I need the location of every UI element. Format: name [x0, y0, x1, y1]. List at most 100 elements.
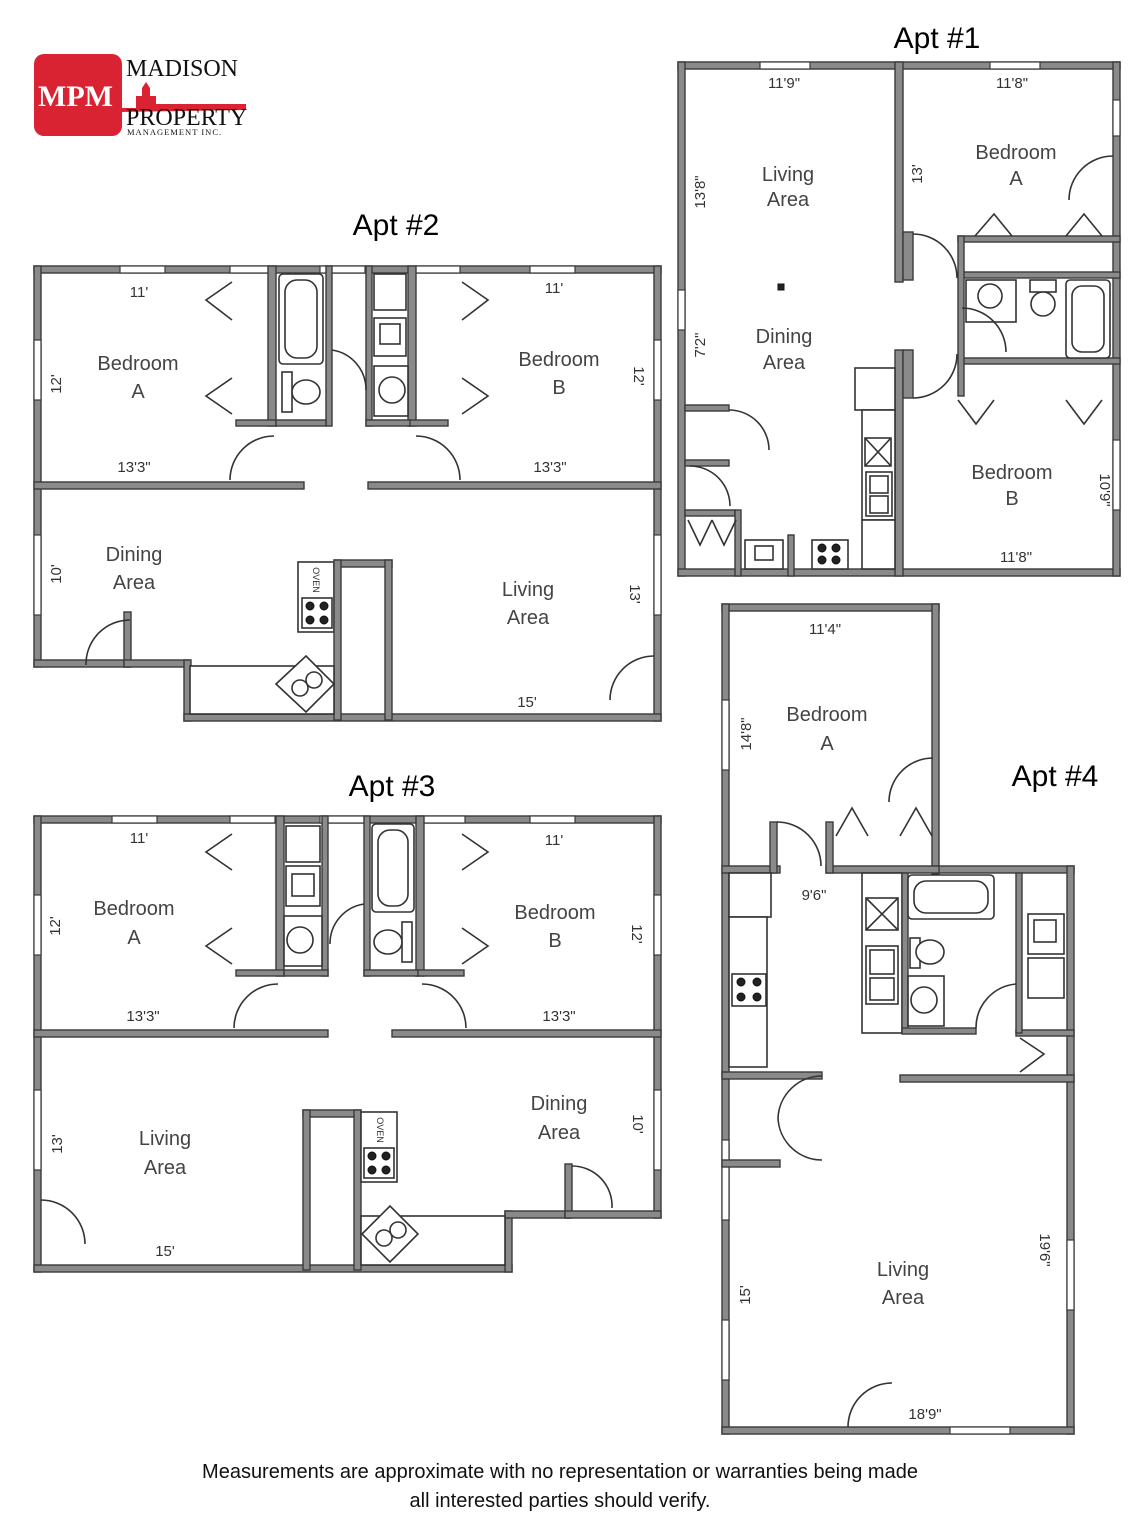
apt2-dimension: 13'3" — [117, 459, 150, 476]
apt3-bedroom-b-label: Bedroom — [514, 902, 595, 924]
apt1-wall — [957, 235, 965, 397]
apt4-sink-icon — [910, 986, 938, 1014]
apt3-window — [653, 1089, 662, 1171]
apt4-wall — [721, 603, 940, 612]
apt2-floor-plan: OVEN Bedroom A Bedroom B Dining Area Liv… — [33, 265, 662, 722]
apt1-wall — [894, 349, 904, 577]
apt3-wall — [564, 1163, 573, 1219]
apt4-bedroom-a-label: Bedroom — [786, 704, 867, 726]
apt1-wall — [902, 231, 914, 281]
apt1-wall — [957, 357, 1121, 365]
apt4-wall — [899, 1074, 1075, 1083]
apt1-wall — [684, 404, 730, 412]
apt3-sink-icon — [286, 926, 314, 954]
apt1-tub-icon — [1071, 285, 1105, 353]
apt3-sink-icon — [389, 1221, 407, 1239]
apt4-wall — [931, 603, 940, 875]
apt1-dishwasher-icon — [864, 437, 892, 467]
apt3-title: Apt #3 — [349, 770, 436, 803]
apt4-living-label: Living — [877, 1259, 929, 1281]
apt1-wall — [957, 271, 1121, 279]
apt1-dimension: 11'8" — [1000, 549, 1032, 566]
apt3-bedroom-b-label: B — [548, 930, 561, 952]
apt4-title: Apt #4 — [1012, 760, 1099, 793]
apt1-door-icon — [912, 353, 958, 399]
apt1-counter — [854, 367, 896, 411]
apt2-wall — [333, 559, 342, 721]
apt2-dining-label: Area — [113, 572, 156, 594]
apt4-wall — [901, 872, 909, 1034]
logo-line-property: PROPERTY — [126, 105, 247, 131]
apt1-toilet-icon — [1029, 279, 1057, 293]
apt1-dimension: 13' — [909, 164, 926, 184]
apt2-door-icon — [85, 619, 131, 666]
apt2-title: Apt #2 — [353, 209, 440, 242]
apt3-dimension: 13'3" — [542, 1008, 575, 1025]
apt3-window — [653, 894, 662, 956]
apt4-window — [1066, 1239, 1075, 1311]
apt2-stove-icon — [319, 601, 329, 611]
apt3-bedroom-a-label: Bedroom — [93, 898, 174, 920]
apt3-door-icon — [329, 903, 365, 945]
apt1-window — [1112, 439, 1121, 511]
apt2-dimension: 15' — [517, 694, 537, 711]
apt3-dimension: 13'3" — [126, 1008, 159, 1025]
apt1-door-icon — [689, 465, 731, 507]
apt1-dimension: 10'9" — [1096, 473, 1113, 506]
apt2-door-icon — [229, 435, 275, 481]
apt3-sink-icon — [375, 1229, 393, 1247]
apt1-wall — [902, 349, 914, 399]
apt4-wall — [1066, 865, 1075, 1435]
apt3-toilet-icon — [373, 929, 403, 955]
apt1-dimension: 7'2" — [692, 333, 709, 358]
apt3-door-icon — [40, 1199, 86, 1245]
apt3-wall — [504, 1210, 572, 1219]
apt1-dimension: 11'9" — [768, 75, 800, 92]
apt4-toilet-icon — [915, 939, 945, 965]
apt4-wall — [825, 821, 834, 874]
apt1-bedroom-a-label: Bedroom — [975, 142, 1056, 164]
apt2-sink-icon — [291, 679, 309, 697]
apt2-door-icon — [609, 655, 655, 701]
apt1-stove-icon — [831, 543, 841, 553]
logo-mark: MPM — [38, 80, 113, 113]
apt4-living-label: Area — [882, 1287, 925, 1309]
apt2-wall — [653, 265, 662, 722]
apt1-sink-icon — [869, 495, 889, 514]
apt1-wall — [684, 459, 730, 467]
apt3-window — [229, 815, 276, 824]
apt1-dining-label: Dining — [756, 326, 813, 348]
apt3-dimension: 11' — [545, 832, 564, 849]
apt2-dimension: 12' — [630, 366, 647, 386]
apt4-dimension: 18'9" — [908, 1406, 941, 1423]
apt3-stove-icon — [381, 1165, 391, 1175]
apt1-window — [677, 289, 686, 331]
apt3-dimension: 12' — [628, 924, 645, 944]
apt4-door-icon — [888, 757, 934, 803]
apt3-washer-icon — [285, 825, 321, 863]
apt1-bedroom-a-label: A — [1009, 168, 1023, 190]
apt2-living-label: Area — [507, 607, 550, 629]
apt4-door-icon — [777, 1117, 823, 1161]
apt1-wall — [894, 61, 904, 283]
apt3-wall — [391, 1029, 662, 1038]
apt4-window — [721, 699, 730, 771]
apt2-wall — [384, 559, 393, 721]
apt2-wall — [325, 265, 333, 427]
apt4-wall — [931, 865, 1075, 874]
apt1-living-label: Area — [767, 189, 810, 211]
apt3-wall — [504, 1210, 513, 1273]
apt3-toilet-icon — [401, 921, 413, 963]
apt4-washer-icon — [1027, 957, 1065, 999]
apt3-window — [33, 894, 42, 956]
apt2-closet-door-icon — [204, 377, 233, 415]
apt3-window — [529, 815, 576, 824]
apt3-oven-label: OVEN — [375, 1117, 385, 1143]
apt1-wall — [734, 509, 742, 577]
apt4-window — [949, 1426, 1011, 1435]
apt3-dimension: 11' — [130, 830, 149, 847]
apt2-tub-icon — [284, 279, 318, 359]
apt3-dining-label: Dining — [531, 1093, 588, 1115]
apt4-closet-door-icon — [899, 806, 933, 837]
apt1-door-icon — [912, 233, 958, 279]
